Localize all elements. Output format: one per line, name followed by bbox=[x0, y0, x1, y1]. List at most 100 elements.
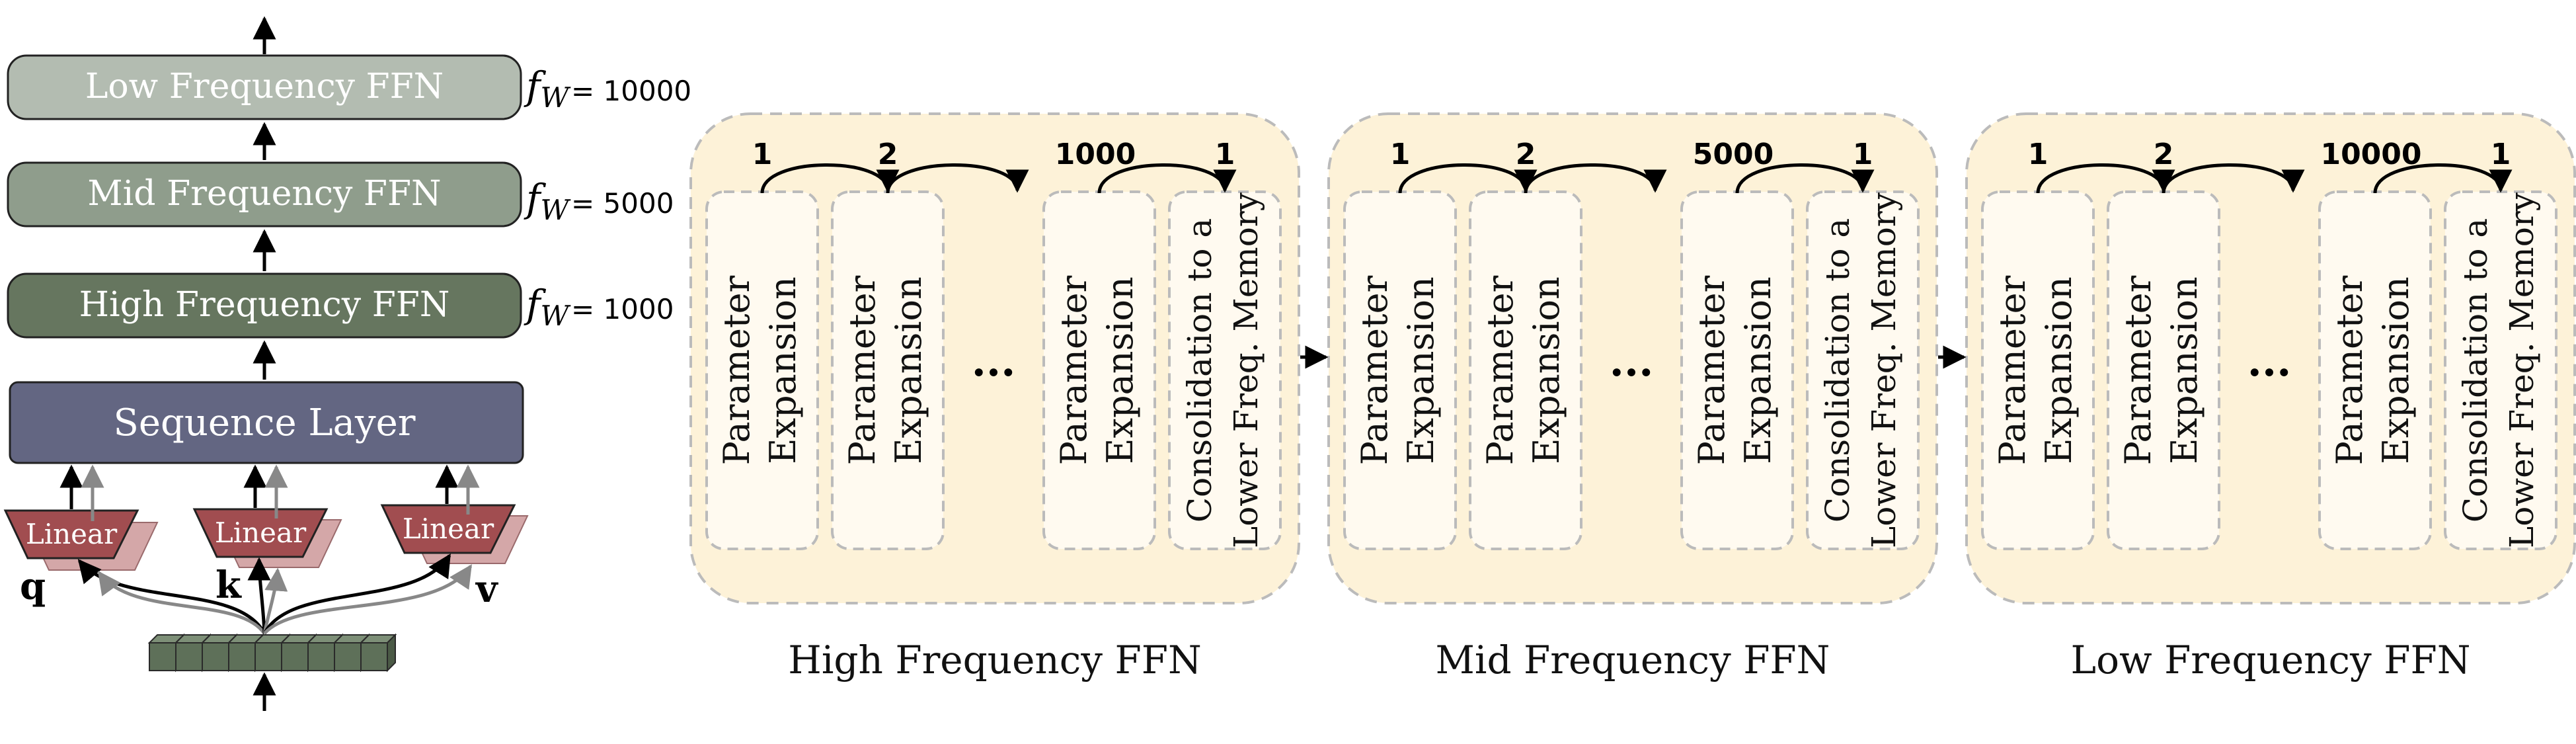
parameter-expansion-text: Parameter bbox=[841, 275, 883, 465]
mid-frequency-ffn-box bbox=[7, 161, 522, 227]
high-frequency-value: = 1000 bbox=[571, 293, 674, 325]
svg-text:fW: fW bbox=[524, 63, 571, 114]
panel-caption: Low Frequency FFN bbox=[2071, 638, 2471, 682]
step-arrow bbox=[1524, 163, 1667, 194]
parameter-expansion-text: Expansion bbox=[1526, 276, 1567, 464]
parameter-expansion-text: Expansion bbox=[762, 276, 804, 464]
consolidation-text: Lower Freq. Memory bbox=[2503, 192, 2541, 548]
parameter-expansion-text: Parameter bbox=[1992, 275, 2033, 465]
mid-frequency-value: = 5000 bbox=[571, 187, 674, 220]
step-label: 1 bbox=[1390, 138, 1411, 171]
parameter-expansion-text: Expansion bbox=[2038, 276, 2080, 464]
parameter-expansion-text: Expansion bbox=[2375, 276, 2417, 464]
token-to-k-shadow-arrow bbox=[262, 567, 288, 634]
model-stack: Low Frequency FFN Mid Frequency FFN High… bbox=[3, 16, 691, 711]
step-arrow bbox=[1398, 163, 1538, 194]
token-cube bbox=[359, 633, 397, 673]
step-label: 2 bbox=[2154, 138, 2174, 171]
step-arrow bbox=[760, 163, 900, 194]
low-frequency-value: = 10000 bbox=[571, 75, 691, 107]
sequence-layer-label: Sequence Layer bbox=[113, 401, 415, 444]
consolidation-text: Consolidation to a bbox=[1818, 218, 1857, 522]
step-arrow bbox=[886, 163, 1029, 194]
k-label: k bbox=[215, 563, 242, 607]
step-arrow bbox=[1097, 163, 1237, 194]
high-frequency-ffn-box bbox=[7, 272, 522, 339]
freq-subscript: W bbox=[540, 81, 571, 114]
ellipsis: ... bbox=[2247, 337, 2292, 386]
v-label: v bbox=[475, 567, 498, 611]
low-frequency-ffn-label: Low Frequency FFN bbox=[85, 67, 444, 106]
parameter-expansion-text: Parameter bbox=[1479, 275, 1521, 465]
consolidation-text: Lower Freq. Memory bbox=[1865, 192, 1903, 548]
svg-text:fW: fW bbox=[524, 282, 571, 332]
step-arrow bbox=[2162, 163, 2305, 194]
linear-k bbox=[192, 508, 329, 558]
high-frequency-annotation: fW = 1000 bbox=[524, 282, 674, 332]
q-label: q bbox=[20, 565, 46, 608]
step-label: 1000 bbox=[1055, 138, 1136, 171]
freq-subscript: W bbox=[540, 194, 571, 226]
svg-text:fW: fW bbox=[524, 176, 571, 226]
parameter-expansion-text: Expansion bbox=[2164, 276, 2205, 464]
token-to-k-arrow bbox=[247, 557, 271, 634]
step-label: 5000 bbox=[1693, 138, 1774, 171]
panel-caption: High Frequency FFN bbox=[788, 638, 1201, 682]
linear-k-label: Linear bbox=[215, 517, 307, 549]
mid-frequency-ffn-label: Mid Frequency FFN bbox=[87, 174, 441, 214]
ellipsis: ... bbox=[1610, 337, 1654, 386]
token-to-q-shadow-arrow bbox=[97, 571, 266, 635]
step-label: 10000 bbox=[2320, 138, 2421, 171]
parameter-expansion-text: Parameter bbox=[1354, 275, 1395, 465]
mid-frequency-annotation: fW = 5000 bbox=[524, 176, 674, 226]
ellipsis: ... bbox=[972, 337, 1016, 386]
step-label: 1 bbox=[2028, 138, 2049, 171]
low-frequency-ffn-box bbox=[7, 54, 522, 120]
step-label: 1 bbox=[752, 138, 773, 171]
linear-v bbox=[380, 504, 516, 554]
token-to-v-shadow-arrow bbox=[263, 564, 473, 635]
consolidation-text: Consolidation to a bbox=[2456, 218, 2495, 522]
step-label: 2 bbox=[1516, 138, 1536, 171]
parameter-expansion-text: Expansion bbox=[888, 276, 929, 464]
parameter-expansion-text: Expansion bbox=[1400, 276, 1442, 464]
parameter-expansion-text: Parameter bbox=[2117, 275, 2159, 465]
linear-q-label: Linear bbox=[26, 518, 118, 550]
step-label: 1 bbox=[1215, 138, 1235, 171]
low-frequency-annotation: fW = 10000 bbox=[524, 63, 691, 114]
step-arrow bbox=[2036, 163, 2175, 194]
consolidation-text: Lower Freq. Memory bbox=[1227, 192, 1265, 548]
step-label: 1 bbox=[2491, 138, 2511, 171]
step-arrow bbox=[2373, 163, 2513, 194]
step-label: 2 bbox=[878, 138, 898, 171]
parameter-expansion-text: Parameter bbox=[716, 275, 758, 465]
freq-subscript: W bbox=[540, 300, 571, 332]
step-arrow bbox=[1735, 163, 1875, 194]
sequence-layer-box bbox=[9, 381, 524, 464]
input-token-vector bbox=[147, 633, 397, 673]
parameter-expansion-text: Expansion bbox=[1737, 276, 1779, 464]
panel-caption: Mid Frequency FFN bbox=[1436, 638, 1830, 682]
token-to-v-arrow bbox=[262, 554, 451, 635]
parameter-expansion-text: Parameter bbox=[1053, 275, 1095, 465]
consolidation-text: Consolidation to a bbox=[1181, 218, 1219, 522]
parameter-expansion-text: Parameter bbox=[2329, 275, 2370, 465]
step-label: 1 bbox=[1853, 138, 1873, 171]
